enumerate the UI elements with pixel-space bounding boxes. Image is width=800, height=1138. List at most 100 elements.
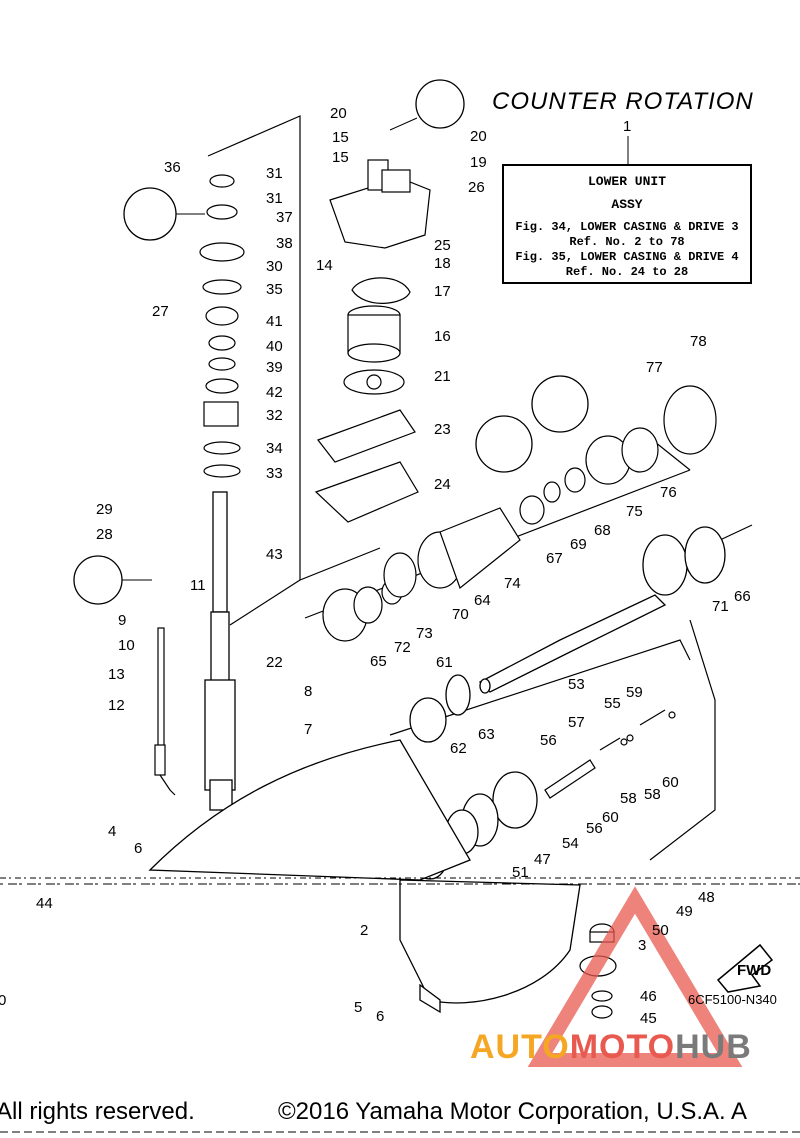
callout-label: 25 — [434, 237, 451, 254]
impeller-parts — [343, 305, 405, 395]
callout-label: 60 — [662, 774, 679, 791]
callout-label: 41 — [266, 313, 283, 330]
callout-label: 23 — [434, 421, 451, 438]
callout-label: 70 — [452, 606, 469, 623]
callout-label: 53 — [568, 676, 585, 693]
callout-label: 67 — [546, 550, 563, 567]
driveshaft-bearings — [199, 174, 245, 478]
callout-label: 49 — [676, 903, 693, 920]
footer-copyright: ©2016 Yamaha Motor Corporation, U.S.A. A — [278, 1098, 748, 1125]
callout-label: 26 — [468, 179, 485, 196]
fwd-label: FWD — [737, 962, 771, 979]
callout-label: 30 — [266, 258, 283, 275]
callout-label: 57 — [568, 714, 585, 731]
callout-label: 18 — [434, 255, 451, 272]
assy-line-2: ASSY — [611, 197, 643, 212]
watermark-brand: AUTOMOTOHUB — [470, 1028, 752, 1067]
callout-label: 58 — [644, 786, 661, 803]
callout-label: 4 — [108, 823, 116, 840]
callout-label: 62 — [450, 740, 467, 757]
callout-label: 15 — [332, 149, 349, 166]
callout-label: 69 — [570, 536, 587, 553]
gaskets — [314, 277, 419, 523]
callout-label: 63 — [478, 726, 495, 743]
assy-ref-number: 1 — [623, 118, 632, 135]
callout-label: 6 — [134, 840, 142, 857]
callout-label: 6 — [376, 1008, 384, 1025]
callout-label: 75 — [626, 503, 643, 520]
drawing-code: 6CF5100-N340 — [688, 992, 777, 1007]
brand-part-auto: AUTO — [470, 1028, 570, 1066]
callout-label: 59 — [626, 684, 643, 701]
callout-label: 46 — [640, 988, 657, 1005]
leader-lines — [122, 117, 629, 581]
callout-label: 44 — [36, 895, 53, 912]
callout-label: 48 — [698, 889, 715, 906]
assy-reference-box: LOWER UNIT ASSY Fig. 34, LOWER CASING & … — [502, 164, 752, 284]
callout-label: 77 — [646, 359, 663, 376]
brand-part-moto: MOTO — [569, 1028, 676, 1066]
callout-label: 61 — [436, 654, 453, 671]
callout-label: 34 — [266, 440, 283, 457]
assy-line-6: Ref. No. 24 to 28 — [565, 265, 689, 279]
callout-label: 12 — [108, 697, 125, 714]
watermark-triangle — [527, 886, 743, 1067]
callout-label: 2 — [360, 922, 368, 939]
callout-label: 10 — [118, 637, 135, 654]
callout-label: 39 — [266, 359, 283, 376]
callout-label: 42 — [266, 384, 283, 401]
shift-plunger — [544, 709, 676, 799]
callout-label: 17 — [434, 283, 451, 300]
callout-label: 16 — [434, 328, 451, 345]
callout-label: 68 — [594, 522, 611, 539]
detail-callout-circles — [73, 79, 589, 605]
callout-label: 21 — [434, 368, 451, 385]
callout-label: 0 — [0, 992, 6, 1009]
callout-label: 37 — [276, 209, 293, 226]
callout-label: 64 — [474, 592, 491, 609]
callout-label: 60 — [602, 809, 619, 826]
gears — [409, 526, 726, 880]
callout-label: 28 — [96, 526, 113, 543]
assy-line-3: Fig. 34, LOWER CASING & DRIVE 3 — [515, 220, 739, 234]
callout-label: 9 — [118, 612, 126, 629]
callout-label: 40 — [266, 338, 283, 355]
callout-label: 3 — [638, 937, 646, 954]
callout-label: 74 — [504, 575, 521, 592]
callout-label: 51 — [512, 864, 529, 881]
callout-label: 65 — [370, 653, 387, 670]
fwd-arrow: FWD — [716, 943, 774, 993]
callout-label: 71 — [712, 598, 729, 615]
callout-label: 19 — [470, 154, 487, 171]
drive-shaft — [204, 491, 236, 811]
callout-label: 58 — [620, 790, 637, 807]
callout-label: 50 — [652, 922, 669, 939]
scan-band — [0, 877, 800, 1133]
assy-line-5: Fig. 35, LOWER CASING & DRIVE 4 — [515, 250, 739, 264]
callout-label: 76 — [660, 484, 677, 501]
callout-label: 8 — [304, 683, 312, 700]
propshaft-housing — [322, 385, 717, 642]
callout-label: 38 — [276, 235, 293, 252]
propeller-shaft — [478, 594, 667, 694]
callout-label: 14 — [316, 257, 333, 274]
callout-label: 29 — [96, 501, 113, 518]
callout-label: 55 — [604, 695, 621, 712]
callout-label: 7 — [304, 721, 312, 738]
callout-label: 20 — [330, 105, 347, 122]
callout-label: 22 — [266, 654, 283, 671]
callout-label: 54 — [562, 835, 579, 852]
callout-label: 32 — [266, 407, 283, 424]
shift-rod — [154, 627, 176, 796]
callout-label: 56 — [586, 820, 603, 837]
callout-label: 35 — [266, 281, 283, 298]
callout-label: 56 — [540, 732, 557, 749]
callout-label: 43 — [266, 546, 283, 563]
callout-label: 45 — [640, 1010, 657, 1027]
pump-housing — [329, 159, 431, 249]
callout-label: 47 — [534, 851, 551, 868]
callout-label: 11 — [190, 577, 206, 594]
callout-label: 13 — [108, 666, 125, 683]
